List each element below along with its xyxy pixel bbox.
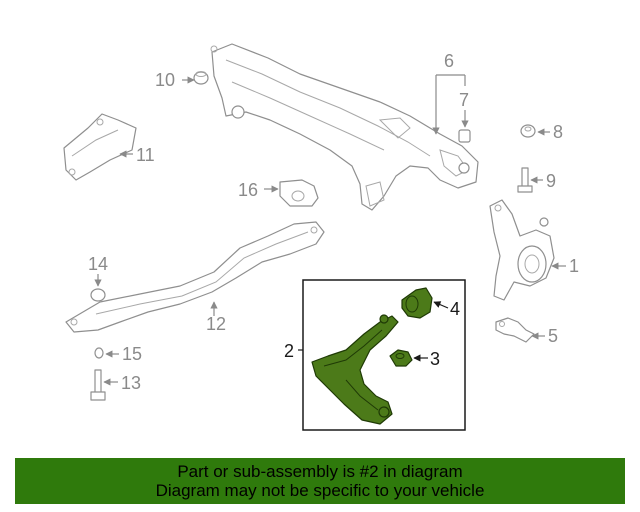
callout-7: 7 bbox=[459, 90, 469, 110]
banner-line-2: Diagram may not be specific to your vehi… bbox=[155, 481, 485, 500]
callout-2: 2 bbox=[284, 341, 294, 361]
bushing-part-16 bbox=[279, 179, 319, 207]
bolt-part-9 bbox=[517, 167, 533, 193]
callout-5: 5 bbox=[548, 326, 558, 346]
callout-3: 3 bbox=[430, 349, 440, 369]
callout-1: 1 bbox=[569, 256, 579, 276]
callout-9: 9 bbox=[546, 171, 556, 191]
brace-part-12 bbox=[65, 221, 325, 333]
callout-6: 6 bbox=[444, 51, 454, 71]
crossmember-part-6 bbox=[210, 43, 479, 211]
callout-labels: 10 11 16 6 7 8 9 1 5 14 12 15 13 2 4 3 bbox=[88, 51, 579, 393]
callout-8: 8 bbox=[553, 122, 563, 142]
callout-4: 4 bbox=[450, 299, 460, 319]
bushing-part-4[interactable] bbox=[401, 287, 433, 319]
callout-14: 14 bbox=[88, 254, 108, 274]
washer-part-15 bbox=[94, 347, 104, 359]
callout-11: 11 bbox=[136, 145, 155, 165]
callout-10: 10 bbox=[155, 70, 175, 90]
bracket-part-11 bbox=[63, 113, 137, 181]
clamp-part-5 bbox=[495, 317, 535, 343]
nut-part-14 bbox=[90, 288, 106, 302]
bushing-part-3[interactable] bbox=[389, 349, 413, 367]
callout-13: 13 bbox=[121, 373, 141, 393]
nut-part-7 bbox=[458, 129, 471, 143]
leader-lines bbox=[94, 74, 566, 386]
control-arm-part-2[interactable] bbox=[311, 314, 399, 425]
bushing-part-10 bbox=[193, 71, 209, 85]
callout-16: 16 bbox=[238, 180, 258, 200]
nut-part-8 bbox=[520, 124, 536, 138]
bolt-part-13 bbox=[90, 369, 106, 401]
callout-15: 15 bbox=[122, 344, 142, 364]
banner-line-1: Part or sub-assembly is #2 in diagram bbox=[177, 462, 463, 481]
callout-12: 12 bbox=[206, 314, 226, 334]
info-banner: Part or sub-assembly is #2 in diagram Di… bbox=[15, 458, 625, 504]
steering-knuckle-part-1 bbox=[489, 199, 555, 301]
